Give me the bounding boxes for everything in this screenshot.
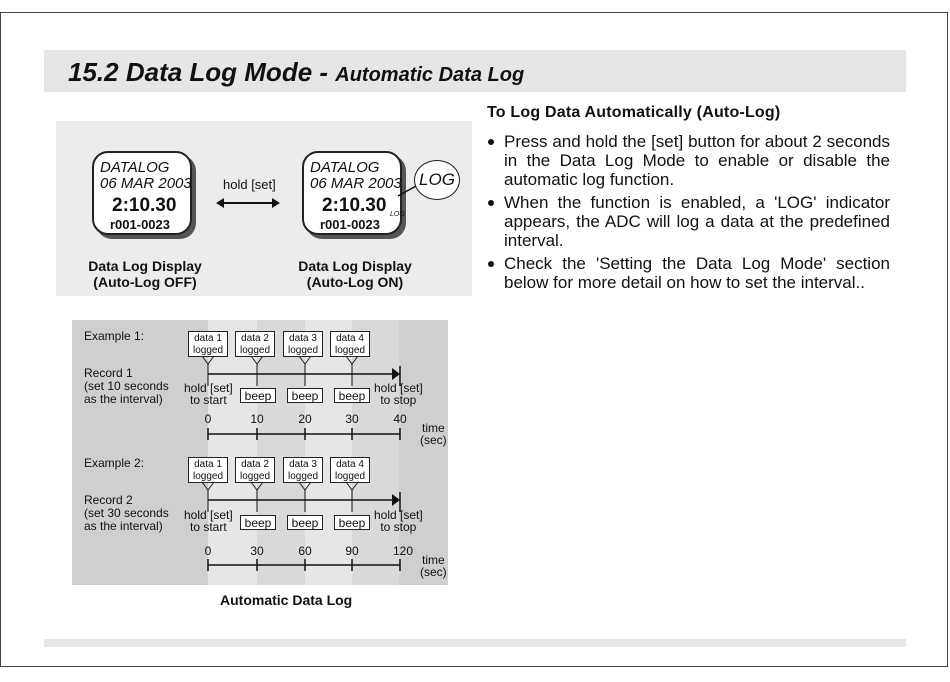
tick-label: 30 (250, 544, 264, 558)
example1-event-line (201, 356, 401, 386)
tick-label: 20 (298, 412, 312, 426)
beep-box: beep (240, 515, 276, 530)
time-axis-label: time(sec) (420, 553, 447, 579)
section-title: 15.2 Data Log Mode - Automatic Data Log (68, 57, 525, 87)
tick-label: 120 (392, 544, 414, 558)
instructions-heading: To Log Data Automatically (Auto-Log) (487, 104, 781, 121)
lcd-display-off: DATALOG 06 MAR 2003 2:10.30 r001-0023 (92, 151, 192, 235)
lcd-line2: 06 MAR 2003 (100, 175, 192, 192)
interval-band (352, 320, 399, 585)
time-axis-label: time(sec) (420, 421, 447, 447)
lcd-record: r001-0023 (320, 217, 380, 232)
beep-box: beep (240, 388, 276, 403)
list-item: Check the 'Setting the Data Log Mode' se… (486, 254, 890, 292)
example2-record: Record 2 (set 30 seconds as the interval… (84, 493, 169, 533)
beep-box: beep (334, 388, 370, 403)
figure-caption: Automatic Data Log (220, 592, 353, 608)
bullet-dot-icon (488, 200, 494, 206)
tick-label: 60 (298, 544, 312, 558)
tick-label: 0 (204, 544, 212, 558)
example1-label: Example 1: (84, 329, 145, 343)
tick-label: 30 (345, 412, 359, 426)
interval-band (257, 320, 305, 585)
caption-auto-log-on: Data Log Display(Auto-Log ON) (298, 258, 412, 290)
lcd-line1: DATALOG (310, 159, 380, 176)
start-label: hold [set]to start (184, 508, 233, 534)
interval-band (305, 320, 352, 585)
lcd-time: 2:10.30 (322, 195, 387, 216)
beep-box: beep (334, 515, 370, 530)
example2-time-axis (207, 559, 401, 571)
stop-label: hold [set]to stop (374, 508, 423, 534)
list-item: Press and hold the [set] button for abou… (486, 132, 890, 189)
lcd-display-on: DATALOG 06 MAR 2003 2:10.30 LOG r001-002… (302, 151, 405, 235)
auto-log-timeline-diagram: Example 1: Record 1 (set 10 seconds as t… (72, 320, 448, 585)
lcd-record: r001-0023 (110, 217, 170, 232)
tick-label: 10 (250, 412, 264, 426)
interval-band (208, 320, 257, 585)
tick-label: 0 (204, 412, 212, 426)
tick-label: 40 (393, 412, 407, 426)
section-subtitle: Automatic Data Log (335, 64, 525, 86)
lcd-time: 2:10.30 (112, 195, 177, 216)
callout-pointer-icon (397, 185, 417, 197)
bullet-dot-icon (488, 261, 494, 267)
footer-bar (44, 639, 906, 647)
example1-time-axis (207, 428, 401, 440)
bullet-dot-icon (488, 139, 494, 145)
lcd-line2: 06 MAR 2003 (310, 175, 402, 192)
start-label: hold [set]to start (184, 381, 233, 407)
example2-label: Example 2: (84, 456, 145, 470)
log-callout-bubble: LOG (414, 160, 460, 200)
beep-box: beep (287, 515, 323, 530)
page-frame (0, 12, 948, 667)
section-title-bar: 15.2 Data Log Mode - Automatic Data Log (44, 50, 906, 92)
example1-record: Record 1 (set 10 seconds as the interval… (84, 366, 169, 406)
tick-label: 90 (345, 544, 359, 558)
beep-box: beep (287, 388, 323, 403)
list-item: When the function is enabled, a 'LOG' in… (486, 193, 890, 250)
example2-event-line (201, 482, 401, 512)
stop-label: hold [set]to stop (374, 381, 423, 407)
arrow-label: hold [set] (223, 177, 276, 192)
instructions-list: Press and hold the [set] button for abou… (486, 132, 890, 296)
log-indicator: LOG (390, 211, 405, 218)
double-arrow-icon (216, 198, 280, 208)
lcd-line1: DATALOG (100, 159, 170, 176)
caption-auto-log-off: Data Log Display(Auto-Log OFF) (88, 258, 202, 290)
